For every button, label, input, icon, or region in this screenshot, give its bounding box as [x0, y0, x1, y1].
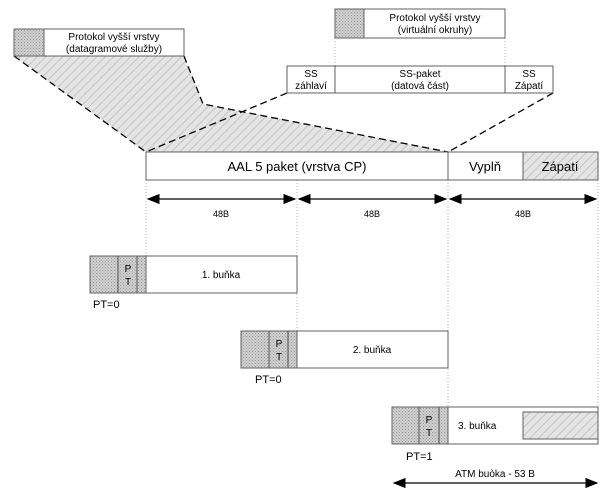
- pt-field-bottom: T: [125, 277, 131, 288]
- aal5-row: AAL 5 paket (vrstva CP) Vyplň Zápatí: [145, 151, 599, 181]
- ss-header-line2: záhlaví: [295, 81, 327, 92]
- cell-2-pt-value: PT=0: [255, 374, 282, 386]
- atm-cell-size-label: ATM buòka - 53 B: [455, 469, 535, 480]
- upper-protocol-virtual-box: Protokol vyšší vrstvy (virtuální okruhy): [334, 8, 506, 39]
- pt-field-top: P: [276, 339, 283, 350]
- header-gray-block: [13, 28, 45, 57]
- connector-datagram-left: [13, 55, 147, 153]
- aal5-trailer: [522, 151, 599, 181]
- upper-protocol-datagram-line1: Protokol vyšší vrstvy: [68, 32, 159, 43]
- pt-field-bottom: T: [426, 428, 432, 439]
- cell-1-pt-value: PT=0: [93, 299, 120, 311]
- cell-3-pt-value: PT=1: [406, 451, 433, 463]
- ss-trailer-line1: SS: [522, 69, 536, 80]
- ss-row: SS záhlaví SS-paket (datová část) SS Záp…: [286, 65, 554, 94]
- atm-cell-1: P T 1. buňka: [89, 255, 298, 294]
- aal5-trailer-label: Zápatí: [542, 159, 579, 174]
- ss-payload-line2: (datová část): [391, 81, 449, 92]
- connector-ss-right: [447, 92, 554, 153]
- pt-field-top: P: [125, 264, 132, 275]
- cell-name: 1. buňka: [202, 270, 241, 281]
- connector-ss-left: [145, 92, 288, 153]
- aal5-padding-label: Vyplň: [469, 159, 501, 174]
- dashed-connectors: [13, 55, 554, 153]
- datagram-mapping-region: [14, 56, 448, 152]
- connector-datagram-right: [183, 55, 449, 153]
- cell-name: 3. buňka: [458, 421, 497, 432]
- pt-field-bottom: T: [276, 352, 282, 363]
- atm-cell-2: P T 2. buňka: [240, 330, 449, 369]
- cell-name: 2. buňka: [353, 345, 392, 356]
- upper-protocol-datagram-box: Protokol vyšší vrstvy (datagramové služb…: [13, 28, 185, 57]
- cell-3-trailer: [522, 411, 599, 440]
- aal5-packet-label: AAL 5 paket (vrstva CP): [228, 159, 367, 174]
- upper-protocol-virtual-line2: (virtuální okruhy): [398, 25, 472, 36]
- pt-field-top: P: [426, 415, 433, 426]
- aal5-packet: [145, 151, 449, 181]
- cell-header: [391, 406, 449, 445]
- ss-payload-line1: SS-paket: [399, 69, 440, 80]
- ss-trailer-line2: Zápatí: [515, 81, 544, 92]
- upper-protocol-datagram-line2: (datagramové služby): [66, 44, 162, 55]
- upper-protocol-virtual-line1: Protokol vyšší vrstvy: [389, 13, 480, 24]
- header-gray-block: [334, 8, 365, 39]
- segment-label-0: 48B: [213, 209, 229, 219]
- aal5-padding: [447, 151, 524, 181]
- segment-label-2: 48B: [515, 209, 531, 219]
- ss-header-line1: SS: [304, 69, 318, 80]
- segment-label-1: 48B: [364, 209, 380, 219]
- atm-cell-3: P T 3. buňka: [391, 406, 599, 445]
